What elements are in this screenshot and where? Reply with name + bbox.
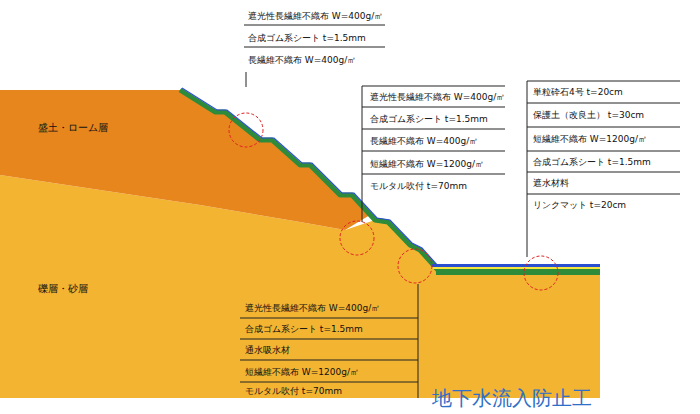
layer-spec: 短繊維不織布 W=1200g/㎡ (533, 134, 647, 145)
layer-spec: 合成ゴム系シート t=1.5mm (370, 114, 488, 125)
layer-spec: 合成ゴム系シート t=1.5mm (533, 157, 651, 168)
layer-spec: 遮光性長繊維不織布 W=400g/㎡ (370, 92, 505, 103)
layer-spec: 遮水材料 (533, 178, 569, 189)
layer-spec: モルタル吹付 t=70mm (370, 181, 467, 192)
layer-spec: 通水吸水材 (245, 345, 290, 356)
layer-spec: 長繊維不織布 W=400g/㎡ (370, 136, 478, 147)
leader-line (240, 25, 680, 398)
layer-spec: リンクマット t=20cm (533, 200, 626, 211)
layer-spec: 合成ゴム系シート t=1.5mm (248, 33, 366, 44)
layer-spec: 長繊維不織布 W=400g/㎡ (248, 55, 356, 66)
layer-spec: 短繊維不織布 W=1200g/㎡ (370, 159, 484, 170)
bottom-liner (432, 264, 600, 267)
layer-spec: 遮光性長繊維不織布 W=400g/㎡ (248, 11, 383, 22)
soil-layer-name: 盛土・ローム層 (38, 122, 108, 133)
layer-spec: 保護土（改良土） t=30cm (533, 110, 644, 121)
layer-spec: 遮光性長繊維不織布 W=400g/㎡ (245, 303, 380, 314)
layer-spec: 短繊維不織布 W=1200g/㎡ (245, 367, 359, 378)
soil-layer-name: 礫層・砂層 (38, 283, 88, 294)
caption: 地下水流入防止工 (432, 386, 592, 410)
layer-spec: 単粒砕石4号 t=20cm (533, 87, 623, 98)
fill-loam-layer (0, 90, 370, 230)
detail-circle (229, 113, 558, 290)
layer-spec: モルタル吹付 t=70mm (245, 386, 342, 397)
layer-spec: 合成ゴム系シート t=1.5mm (245, 324, 363, 335)
